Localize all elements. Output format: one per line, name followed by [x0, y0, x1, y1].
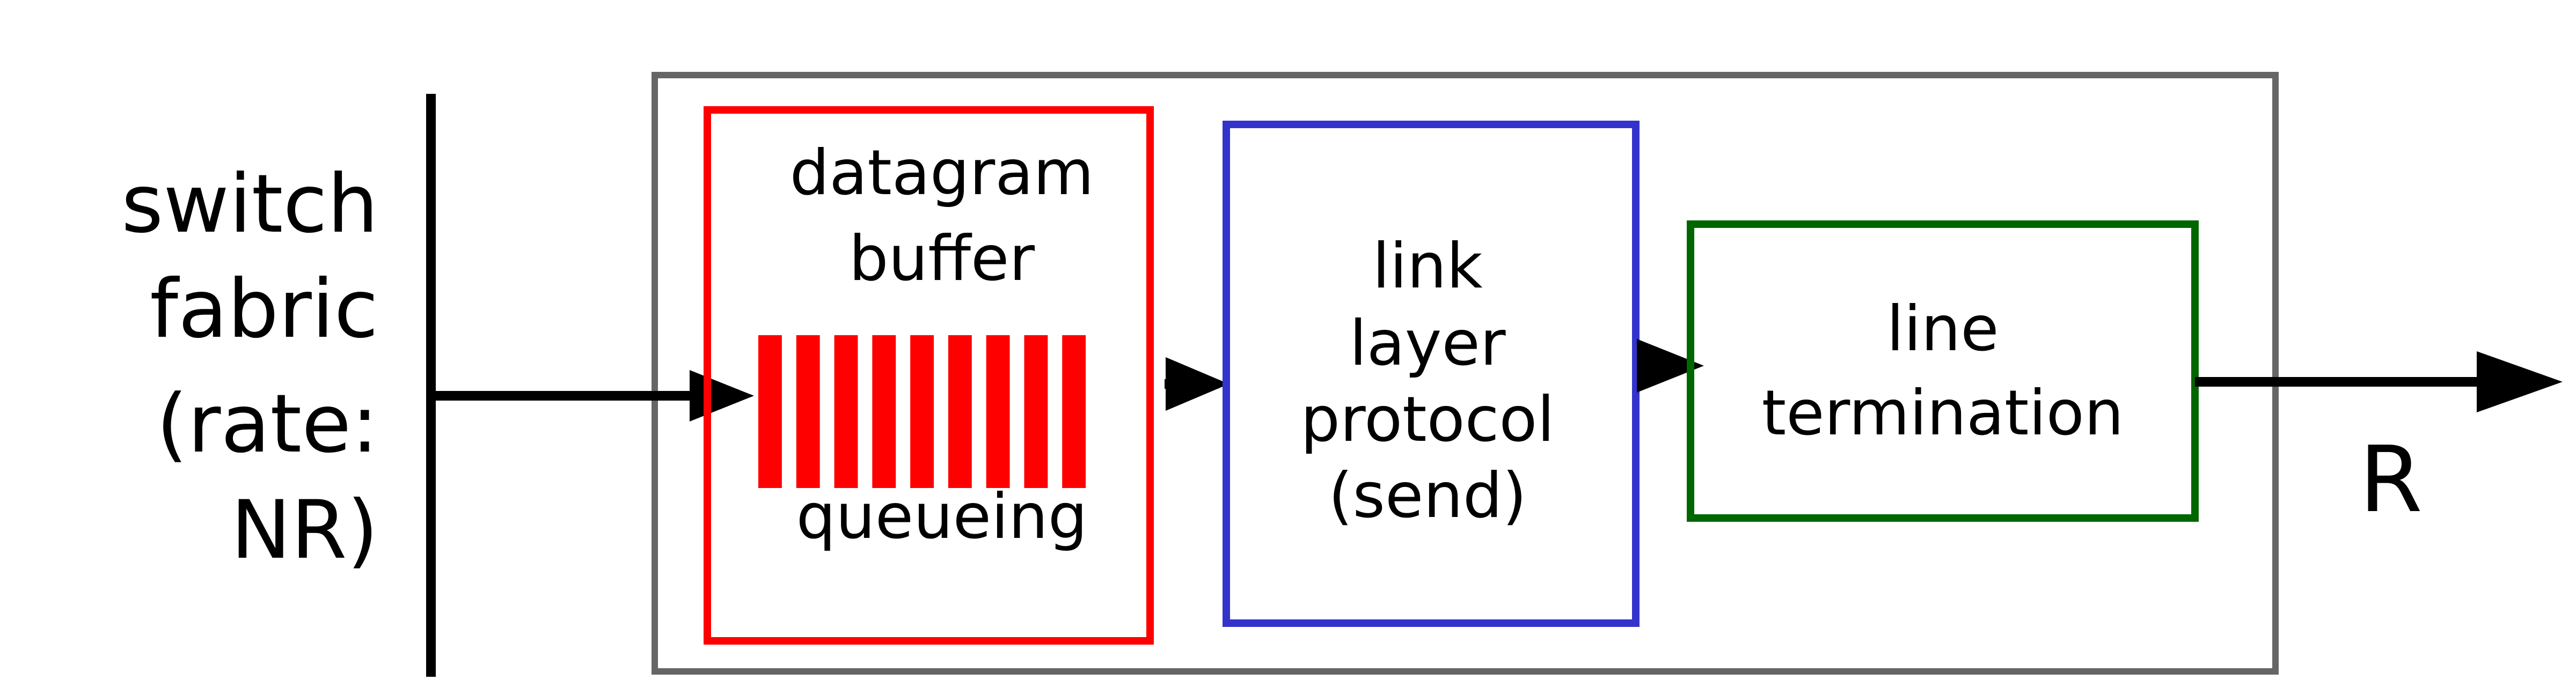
queue-slot: [986, 335, 1010, 488]
queue-slot: [1062, 335, 1086, 488]
queue-slot: [948, 335, 972, 488]
queue-slot: [1024, 335, 1048, 488]
link-layer-label-1: link: [1372, 230, 1482, 302]
queue-slots: [758, 335, 1086, 488]
queue-slot: [834, 335, 858, 488]
output-rate-label: R: [2359, 427, 2423, 533]
line-termination-label-2: termination: [1762, 377, 2124, 449]
link-layer-label-4: (send): [1328, 460, 1526, 532]
queue-slot: [872, 335, 896, 488]
switch-fabric-line-3: (rate:: [156, 378, 378, 471]
datagram-buffer-title-2: buffer: [849, 223, 1035, 295]
output-arrow: [2195, 351, 2563, 412]
line-termination-box: [1687, 220, 2199, 522]
queue-slot: [796, 335, 820, 488]
queue-slot: [758, 335, 782, 488]
datagram-buffer-box: [704, 106, 1154, 645]
switch-fabric-line-2: fabric: [150, 263, 378, 356]
line-termination-label-1: line: [1886, 293, 1999, 365]
link-layer-label-3: protocol: [1300, 383, 1554, 456]
datagram-buffer-title-1: datagram: [790, 137, 1094, 209]
arrow-buffer-to-link-layer: [1165, 357, 1229, 411]
switch-fabric-label: switch fabric (rate: NR): [121, 158, 378, 577]
switch-fabric-line-1: switch: [121, 158, 378, 251]
queueing-label: queueing: [796, 481, 1088, 553]
switch-fabric-line-4: NR): [231, 484, 378, 577]
output-port-box: [652, 72, 2279, 675]
link-layer-label-2: layer: [1349, 307, 1505, 380]
queue-slot: [910, 335, 934, 488]
link-layer-protocol-box: [1223, 121, 1640, 627]
arrow-link-layer-to-line-termination: [1637, 339, 1704, 393]
